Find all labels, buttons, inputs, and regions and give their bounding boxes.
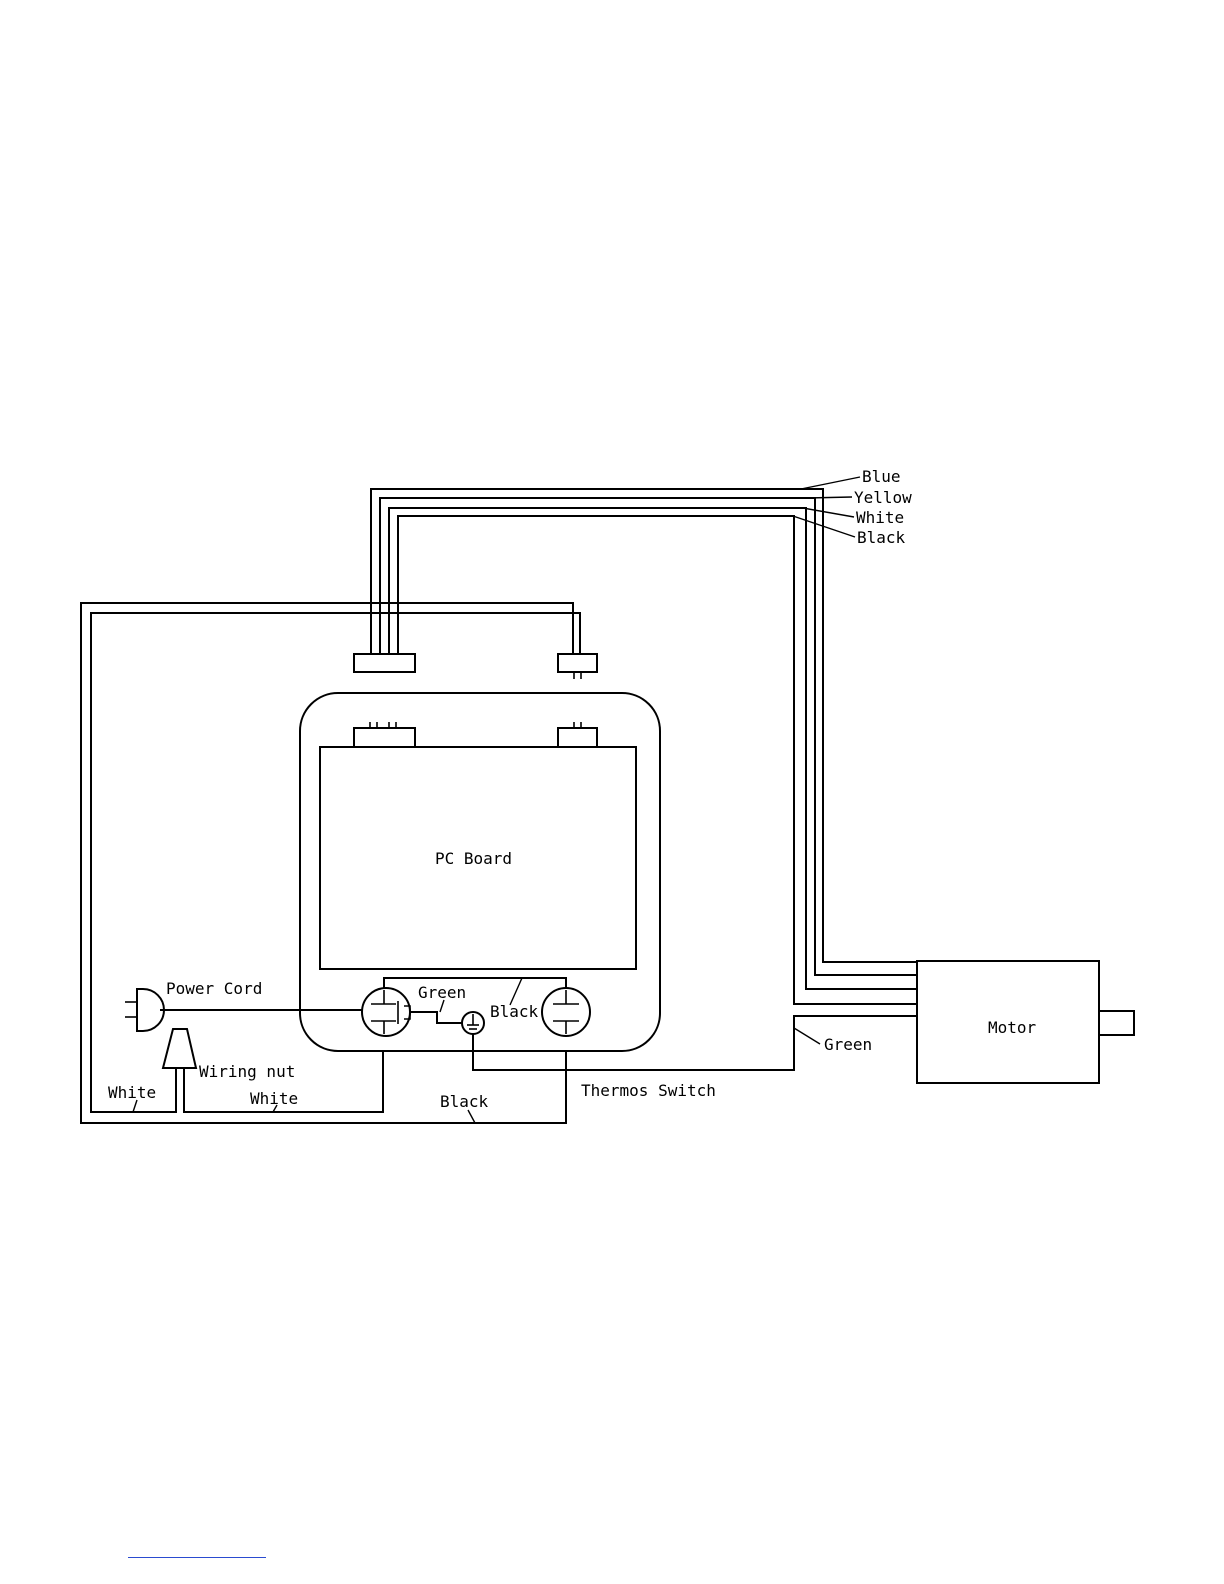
board-header-large bbox=[354, 728, 415, 747]
pc-board-label: PC Board bbox=[435, 849, 512, 868]
wiring-nut-body bbox=[163, 1029, 196, 1068]
cable-connector-small bbox=[558, 654, 597, 672]
label-power-cord: Power Cord bbox=[166, 979, 262, 998]
leader-green-motor bbox=[794, 1028, 820, 1044]
label-green-motor: Green bbox=[824, 1035, 872, 1054]
label-white-left: White bbox=[108, 1083, 156, 1102]
leader-blue bbox=[801, 477, 860, 489]
motor-shaft bbox=[1099, 1011, 1134, 1035]
label-green-top: Green bbox=[418, 983, 466, 1002]
label-blue: Blue bbox=[862, 467, 901, 486]
outlet-right bbox=[542, 988, 590, 1036]
footer-rule bbox=[128, 1557, 266, 1558]
label-yellow: Yellow bbox=[854, 488, 912, 507]
board-header-small bbox=[558, 728, 597, 747]
leader-black-bottom bbox=[468, 1110, 475, 1123]
label-motor: Motor bbox=[988, 1018, 1037, 1037]
outlet-left bbox=[362, 988, 410, 1036]
wiring-nut bbox=[163, 1029, 196, 1068]
leader-yellow bbox=[807, 497, 852, 498]
leader-white bbox=[803, 508, 854, 517]
cable-connector-large bbox=[354, 654, 415, 672]
label-wiring-nut: Wiring nut bbox=[199, 1062, 295, 1081]
label-white-bottom: White bbox=[250, 1089, 298, 1108]
label-thermos-switch: Thermos Switch bbox=[581, 1081, 716, 1100]
outlet-left-body bbox=[362, 988, 410, 1036]
label-black-bottom: Black bbox=[440, 1092, 489, 1111]
label-black-top: Black bbox=[490, 1002, 539, 1021]
label-black-cable: Black bbox=[857, 528, 906, 547]
label-white-cable: White bbox=[856, 508, 904, 527]
plug-body bbox=[137, 989, 164, 1031]
power-cord-plug bbox=[125, 989, 164, 1031]
